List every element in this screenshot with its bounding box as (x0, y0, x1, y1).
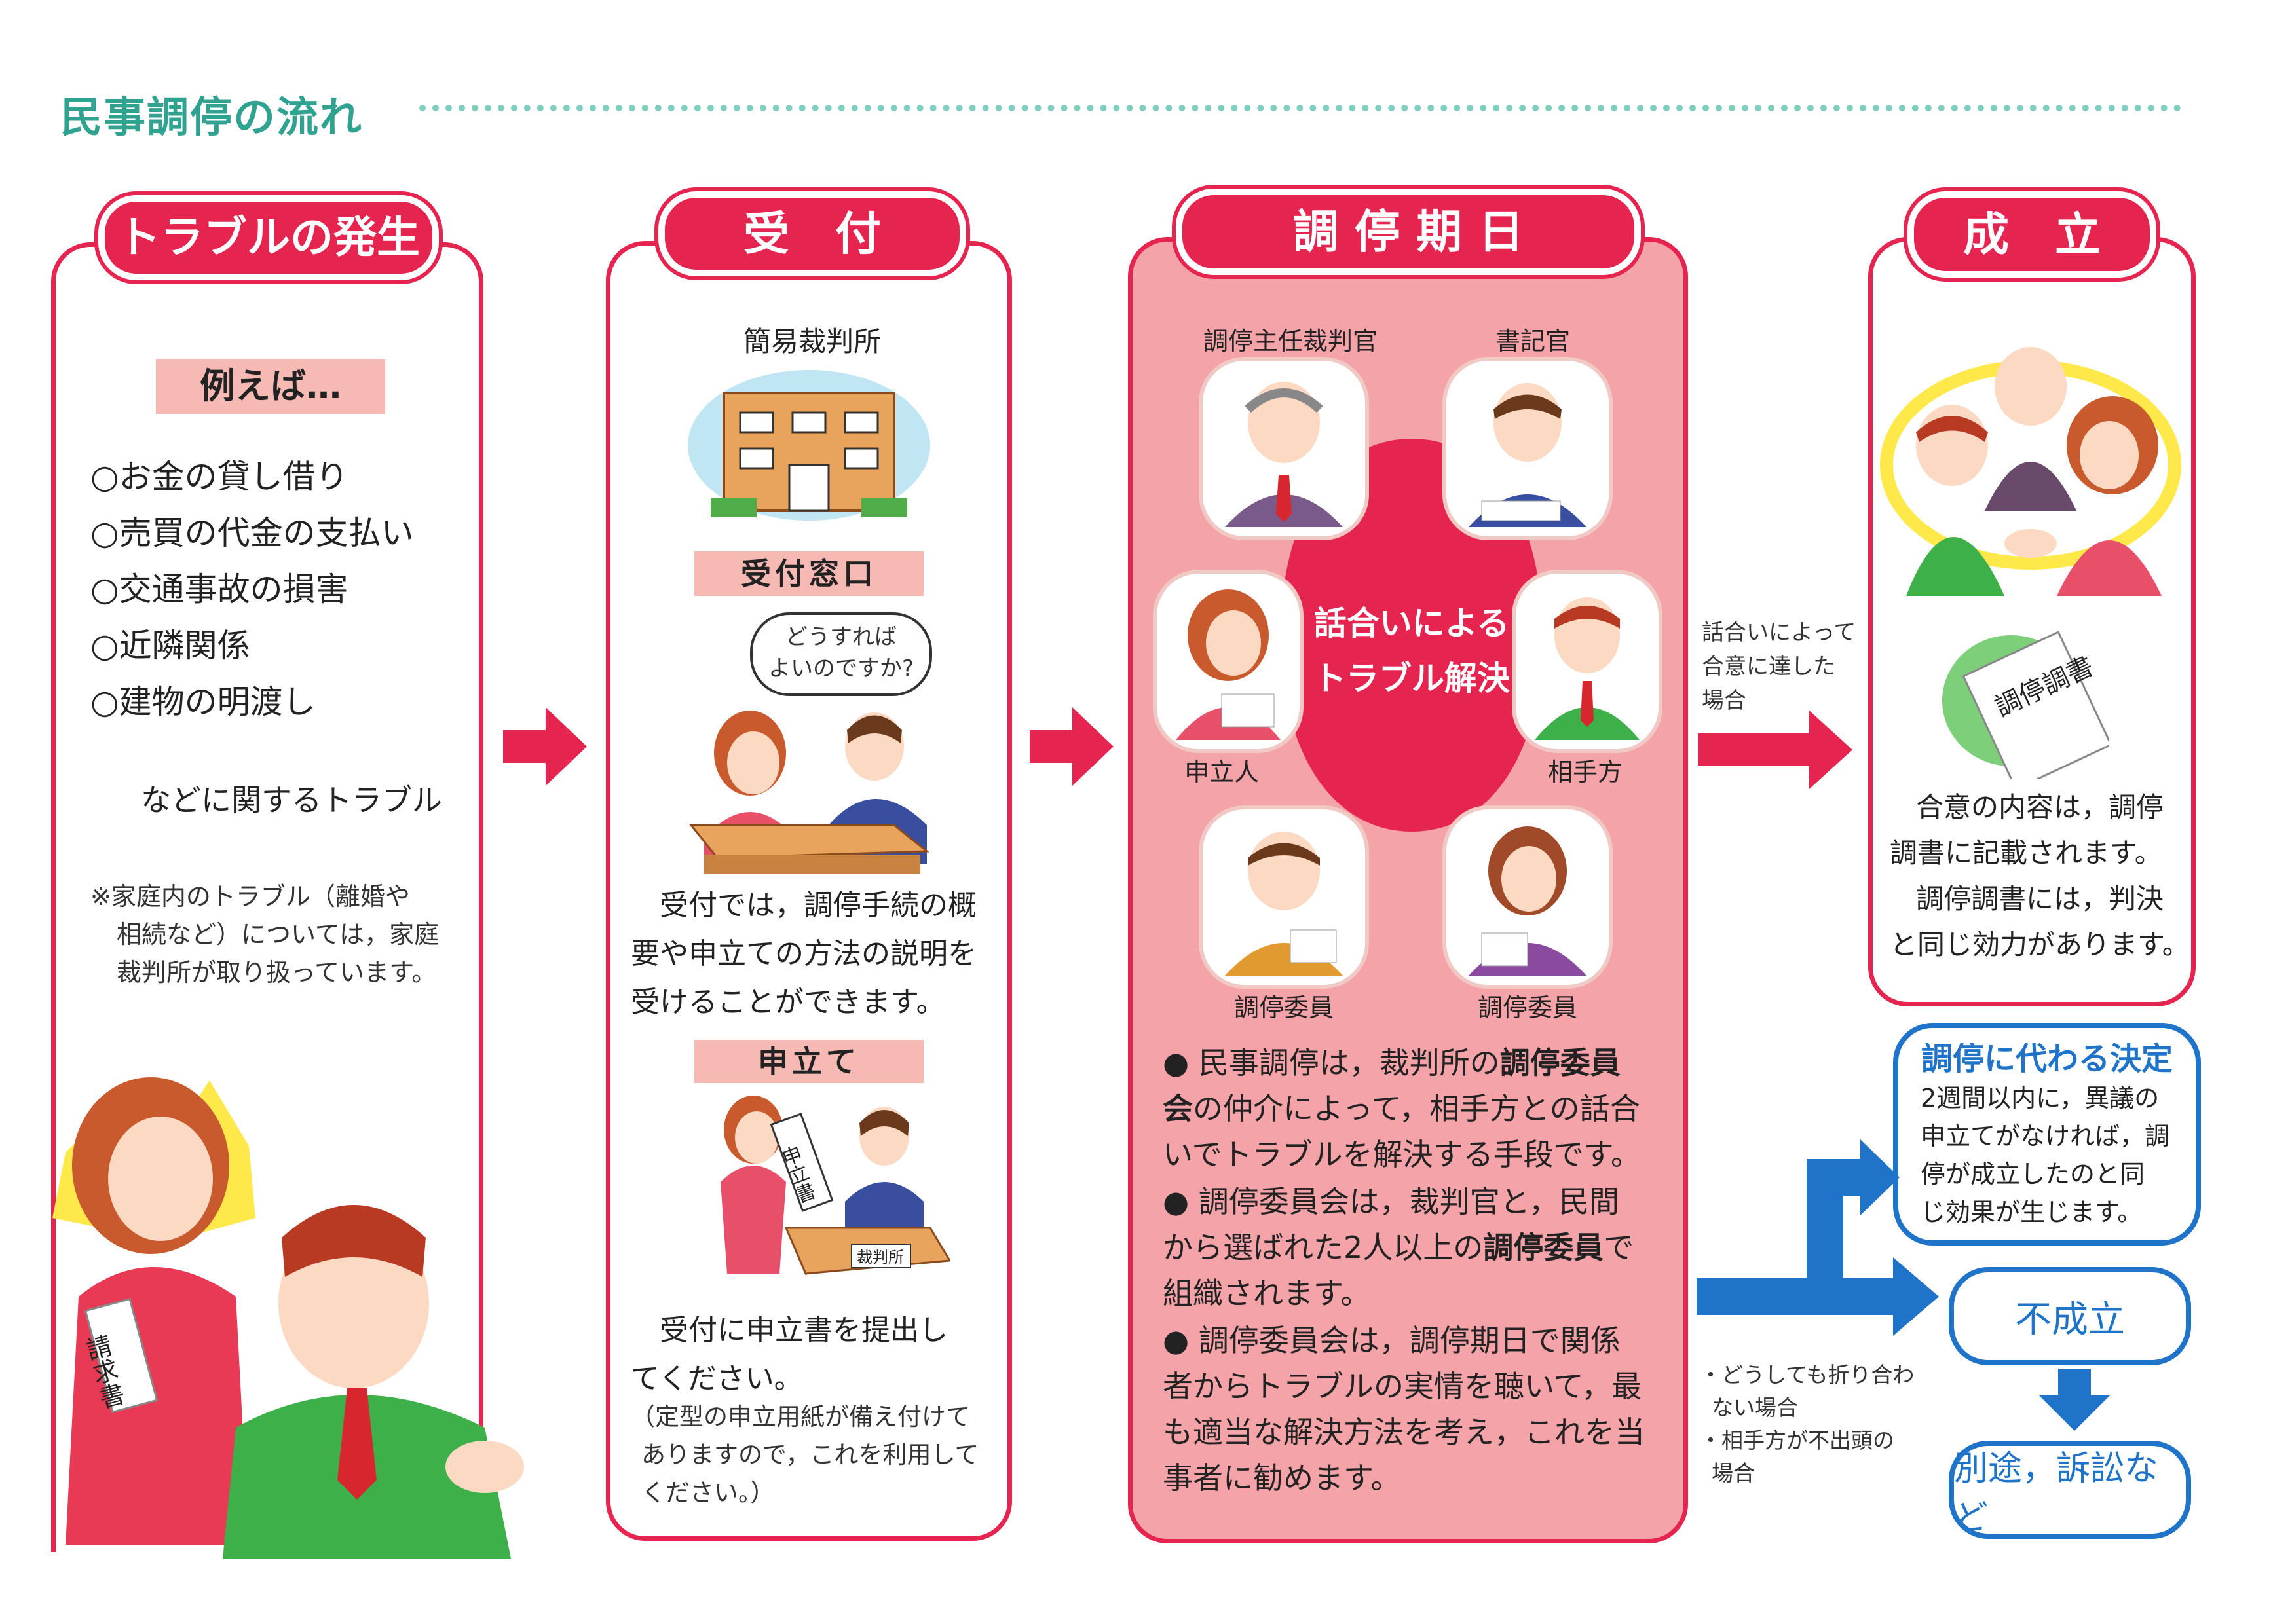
failure-note-line: ない場合 (1712, 1395, 1798, 1420)
alt-decision-line: 停が成立したのと同 (1921, 1160, 2145, 1189)
speech-bubble: どうすれば よいのですか? (750, 612, 932, 696)
desc-line: 受けることができます。 (631, 986, 945, 1019)
respondent-portrait (1512, 570, 1662, 753)
desk-sign-label: 裁判所 (857, 1248, 904, 1266)
member1-portrait (1199, 805, 1369, 989)
court-label: 簡易裁判所 (743, 325, 881, 358)
flow-arrow-2 (1030, 704, 1115, 792)
stage-trouble-heading: トラブルの発生 (98, 195, 439, 280)
court-building-illustration (685, 367, 933, 533)
page-title: 民事調停の流れ (60, 94, 363, 142)
alt-decision-box: 調停に代わる決定 2週間以内に，異議の 申立てがなければ，調 停が成立したのと同… (1893, 1023, 2201, 1246)
filing-note: （定型の申立用紙が備え付けて ありますので，これを利用して ください。） (631, 1398, 979, 1512)
hearing-bullet: ● 民事調停は，裁判所の調停委員会の仲介によって，相手方との話合いでトラブルを解… (1163, 1045, 1642, 1172)
list-item: ○売買の代金の支払い (90, 514, 414, 552)
trouble-examples-list: ○お金の貸し借り ○売買の代金の支払い ○交通事故の損害 ○近隣関係 ○建物の明… (90, 449, 414, 730)
stage-reception-heading: 受 付 (658, 191, 966, 276)
failure-note-line: ・相手方が不出頭の (1700, 1428, 1894, 1453)
center-line: トラブル解決 (1313, 659, 1510, 697)
blue-flow-arrows (1697, 1100, 1959, 1378)
member2-portrait (1442, 805, 1613, 989)
filing-line: 受付に申立書を提出し (660, 1314, 948, 1347)
family-court-note: ※家庭内のトラブル（離婚や 相続など）については，家庭 裁判所が取り扱っています… (90, 877, 439, 991)
failure-box: 不成立 (1949, 1267, 2191, 1365)
filing-illustration: 申立書 裁判所 (688, 1090, 952, 1296)
clerk-portrait (1442, 357, 1613, 540)
desc-line: 受付では，調停手続の概 (660, 889, 977, 922)
speech-line: よいのですか? (768, 655, 914, 682)
settlement-line: 合意の内容は，調停 (1916, 791, 2164, 823)
reception-window-label: 受付窓口 (694, 551, 924, 596)
title-dotted-rule (419, 105, 2181, 111)
judge-portrait (1199, 357, 1369, 540)
filing-line: てください。 (631, 1362, 803, 1395)
alt-decision-title: 調停に代わる決定 (1921, 1041, 2173, 1077)
filing-note-line: （定型の申立用紙が備え付けて (631, 1403, 970, 1431)
flow-arrow-3 (1698, 707, 1855, 795)
list-item: ○建物の明渡し (90, 683, 316, 721)
center-line: 話合いによる (1313, 604, 1510, 642)
arguing-couple-illustration: 請求書 (39, 1022, 563, 1559)
role-member2-label: 調停委員 (1477, 993, 1577, 1022)
bullet-text: 調停委員会は，裁判官と，民間から選ばれた2人以上の (1163, 1184, 1619, 1265)
hearing-bullet: ● 調停委員会は，裁判官と，民間から選ばれた2人以上の調停委員で組織されます。 (1163, 1184, 1634, 1311)
settlement-description: 合意の内容は，調停 調書に記載されます。 調停調書には，判決 と同じ効力がありま… (1890, 784, 2190, 968)
failure-note-line: 場合 (1712, 1460, 1755, 1486)
role-applicant-label: 申立人 (1184, 758, 1259, 786)
bullet-text: で組織されます。 (1163, 1230, 1634, 1311)
lawsuit-label: 別途，訴訟など (1954, 1449, 2159, 1538)
failure-notes: ・どうしても折り合わ ない場合 ・相手方が不出頭の 場合 (1700, 1359, 1914, 1490)
bullet-emphasis: 調停委員 (1483, 1230, 1604, 1265)
mediation-record-illustration: 調停調書 (1939, 629, 2112, 790)
filing-note-line: ありますので，これを利用して (641, 1441, 979, 1469)
bullet-text: の仲介によって，相手方との話合いでトラブルを解決する手段です。 (1163, 1091, 1642, 1172)
role-judge-label: 調停主任裁判官 (1203, 327, 1378, 356)
lawsuit-box: 別途，訴訟など (1949, 1441, 2191, 1539)
alt-decision-line: 2週間以内に，異議の (1921, 1084, 2160, 1113)
settlement-line: 調書に記載されます。 (1890, 837, 2162, 869)
bullet-text: 調停委員会は，調停期日で関係者からトラブルの実情を聴いて，最も適当な解決方法を考… (1163, 1323, 1645, 1496)
note-line: 裁判所が取り扱っています。 (117, 958, 437, 987)
desc-line: 要や申立ての方法の説明を (631, 937, 977, 970)
flow-arrow-1 (503, 704, 588, 792)
trouble-summary: などに関するトラブル (141, 783, 442, 818)
handshake-illustration (1880, 347, 2181, 605)
applicant-portrait (1153, 570, 1304, 753)
resolution-center-text: 話合いによる トラブル解決 (1300, 596, 1523, 706)
role-clerk-label: 書記官 (1495, 327, 1570, 356)
list-item: ○近隣関係 (90, 627, 250, 665)
bullet-text: 民事調停は，裁判所の (1198, 1045, 1500, 1080)
reception-counter-illustration (678, 694, 953, 880)
bullet-emphasis: 調停委員会 (1163, 1045, 1621, 1126)
stage-reception-box (606, 241, 1012, 1541)
agreement-note: 話合いによって 合意に達した 場合 (1702, 616, 1856, 718)
speech-line: どうすれば (785, 624, 897, 650)
stage-hearing-heading: 調 停 期 日 (1176, 189, 1641, 275)
role-respondent-label: 相手方 (1547, 758, 1623, 786)
failure-note-line: ・どうしても折り合わ (1700, 1362, 1915, 1388)
note-line: 相続など）については，家庭 (117, 920, 440, 949)
settlement-line: 調停調書には，判決 (1916, 883, 2164, 915)
alt-decision-line: じ効果が生じます。 (1921, 1198, 2143, 1227)
filing-description: 受付に申立書を提出し てください。 (631, 1306, 948, 1403)
settlement-line: と同じ効力があります。 (1890, 929, 2190, 961)
note-line: ※家庭内のトラブル（離婚や (90, 882, 410, 911)
role-member1-label: 調停委員 (1233, 993, 1334, 1022)
failure-label: 不成立 (2015, 1298, 2125, 1341)
alt-decision-line: 申立てがなければ，調 (1921, 1122, 2170, 1151)
hearing-bullet: ● 調停委員会は，調停期日で関係者からトラブルの実情を聴いて，最も適当な解決方法… (1163, 1323, 1645, 1496)
example-label: 例えば… (156, 359, 385, 414)
list-item: ○お金の貸し借り (90, 458, 348, 496)
failure-down-arrow (2038, 1369, 2111, 1437)
filing-label: 申立て (694, 1040, 924, 1083)
reception-description: 受付では，調停手続の概 要や申立ての方法の説明を 受けることができます。 (631, 881, 977, 1027)
list-item: ○交通事故の損害 (90, 570, 348, 608)
filing-note-line: ください。） (641, 1479, 775, 1507)
agreement-note-line: 合意に達した (1702, 654, 1835, 680)
agreement-note-line: 話合いによって (1702, 619, 1856, 646)
agreement-note-line: 場合 (1702, 688, 1746, 714)
stage-settlement-heading: 成 立 (1907, 191, 2156, 278)
hearing-bullets: ● 民事調停は，裁判所の調停委員会の仲介によって，相手方との話合いでトラブルを解… (1163, 1040, 1647, 1501)
